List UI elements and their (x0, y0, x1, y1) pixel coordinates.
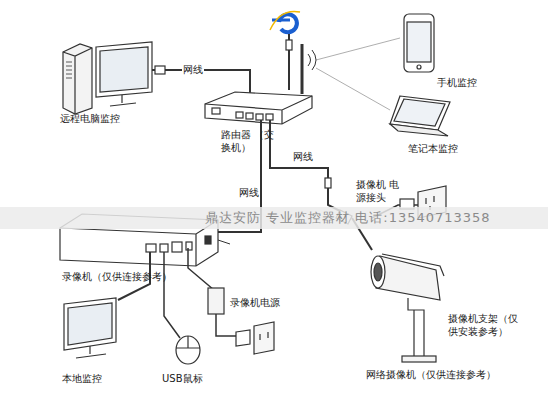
device-label: 摄像机支架（仅供安装参考） (448, 312, 522, 338)
watermark: 鼎达安防 专业监控器材 电话:13540713358 (205, 207, 491, 229)
remote-pc (63, 42, 152, 114)
connector-label: 摄像机 电源接头 (356, 178, 408, 204)
device-label: 笔记本监控 (408, 142, 458, 155)
network-camera (371, 254, 444, 362)
laptop (390, 96, 450, 136)
local-monitor (64, 298, 116, 358)
device-label: 网络摄像机（仅供连接参考） (366, 368, 496, 381)
device-label: 手机监控 (437, 76, 477, 89)
device-label: 录像机（仅供连接参考） (62, 270, 172, 283)
device-label: 录像机电源 (230, 296, 280, 309)
cable-label: 网线 (292, 150, 314, 163)
device-label: 本地监控 (62, 372, 102, 385)
cable-label: 网线 (238, 186, 260, 199)
mobile-phone (404, 14, 434, 72)
device-label: USB鼠标 (162, 372, 203, 385)
usb-mouse (176, 336, 200, 364)
router (205, 44, 316, 124)
device-label: 路由器 （交换机） (221, 128, 281, 154)
device-label: 远程电脑监控 (60, 112, 120, 125)
ie-logo (270, 11, 300, 32)
cable-label: 网线 (182, 63, 204, 76)
